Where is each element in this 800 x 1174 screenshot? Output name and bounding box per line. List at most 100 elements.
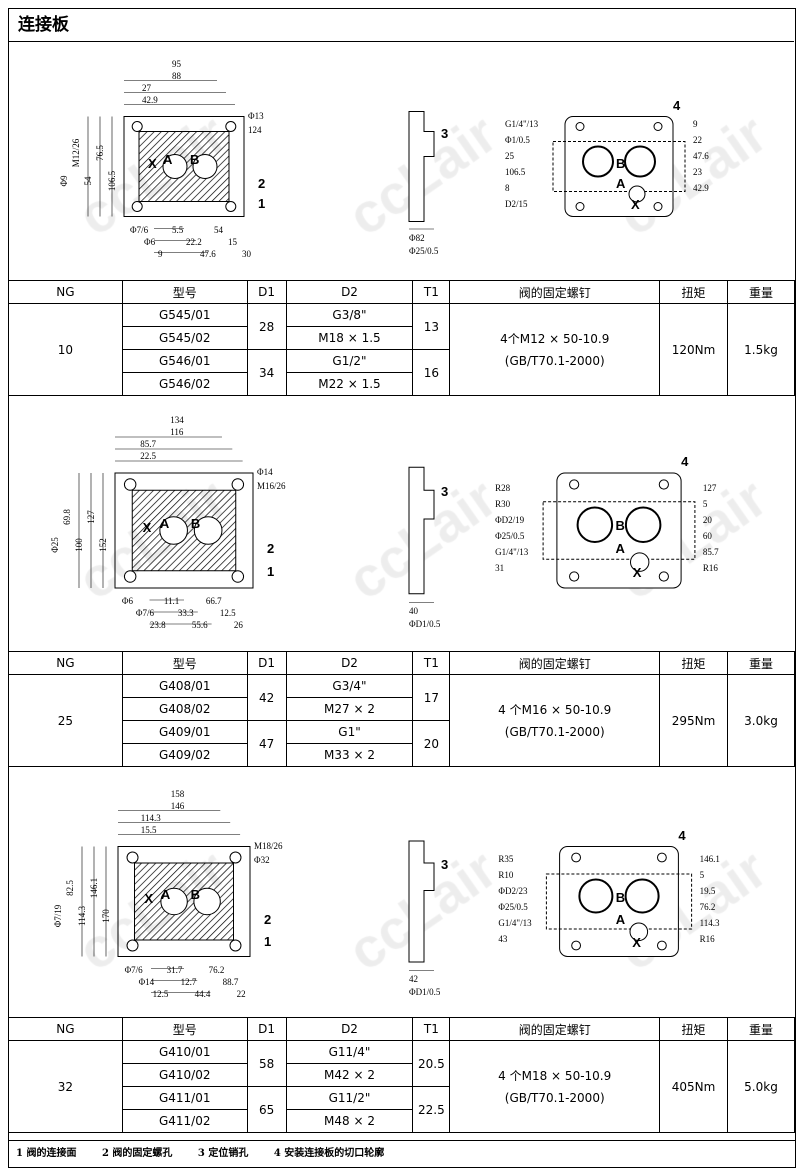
- port-a-icon: [162, 154, 188, 179]
- column-header: NG: [8, 651, 123, 675]
- port-label: B: [190, 886, 200, 902]
- d2-cell: M27 × 2: [285, 697, 414, 721]
- dimension-label: 127: [702, 482, 717, 493]
- dimension-label: 22.5: [140, 451, 156, 461]
- cutout-contour: [552, 141, 686, 192]
- model-cell: G410/02: [121, 1063, 248, 1087]
- dimension-label: ΦD1/0.5: [409, 619, 441, 630]
- dimension-label: 20: [702, 514, 712, 525]
- column-header: 型号: [121, 651, 248, 675]
- port-b-bore-icon: [578, 878, 614, 914]
- dimension-label: G1/4"/13: [498, 917, 532, 928]
- port-label: X: [632, 565, 642, 581]
- bolt-hole-icon: [126, 939, 139, 952]
- bolt-hole-icon: [575, 202, 585, 211]
- port-label: X: [148, 155, 157, 171]
- dimension-label: Φ25/0.5: [498, 901, 528, 912]
- screw-standard: (GB/T70.1-2000): [504, 1090, 605, 1105]
- dimension-label: 85.7: [140, 439, 156, 449]
- dimension-label: 76.5: [95, 144, 105, 161]
- callout-number: 3: [441, 125, 449, 141]
- dimension-label: 26: [233, 620, 243, 630]
- cutout-contour: [542, 501, 696, 560]
- drawing-svg: [78, 436, 696, 625]
- dimension-label: 76.2: [208, 964, 225, 975]
- callout-number: 3: [441, 856, 449, 872]
- bolt-hole-icon: [225, 121, 237, 132]
- column-header: T1: [412, 280, 451, 304]
- model-cell: G408/02: [121, 697, 248, 721]
- dimension-label: M18/26: [254, 840, 283, 851]
- bolt-hole-icon: [131, 201, 143, 212]
- d2-cell: M48 × 2: [285, 1109, 414, 1133]
- model-cell: G411/01: [121, 1086, 248, 1110]
- screw-spec: 4个M12 × 50-10.9: [500, 331, 610, 346]
- dimension-label: Φ14: [257, 467, 273, 477]
- dimension-label: Φ1/0.5: [505, 134, 530, 145]
- bolt-hole-icon: [569, 571, 580, 582]
- dimension-label: 134: [170, 415, 184, 425]
- d2-cell: G11/2": [285, 1086, 414, 1110]
- port-b-bore-icon: [576, 506, 614, 543]
- port-a-icon: [159, 516, 188, 545]
- d2-cell: G1/2": [285, 349, 414, 373]
- plate-outline: [123, 116, 245, 217]
- side-view-outline: [408, 466, 435, 595]
- port-a-bore-icon: [624, 878, 660, 914]
- d1-cell: 28: [246, 303, 287, 350]
- column-header: 重量: [727, 651, 795, 675]
- screw-standard: (GB/T70.1-2000): [504, 724, 605, 739]
- column-header: D2: [285, 280, 414, 304]
- dimension-label: 12.5: [219, 608, 236, 618]
- legend-item: 2 阀的固定螺孔: [101, 1148, 173, 1159]
- dimension-label: Φ82: [409, 233, 425, 243]
- port-b-icon: [192, 154, 218, 179]
- column-header: T1: [412, 1017, 451, 1041]
- dimension-label: 88.7: [222, 976, 239, 987]
- dimension-label: 114.3: [699, 917, 720, 928]
- dimension-label: R35: [498, 853, 514, 864]
- d2-cell: M33 × 2: [285, 743, 414, 767]
- dimension-label: R16: [702, 562, 718, 573]
- drawing-svg: [87, 80, 686, 253]
- d2-cell: M22 × 1.5: [285, 372, 414, 396]
- bolt-hole-icon: [653, 122, 663, 131]
- bolt-hole-icon: [657, 852, 667, 863]
- port-a-icon: [160, 887, 188, 916]
- callout-number: 2: [264, 911, 272, 927]
- dimension-label: 19.5: [699, 885, 716, 896]
- t1-cell: 20.5: [412, 1040, 451, 1087]
- weight-cell: 3.0kg: [727, 674, 795, 767]
- dimension-label: R16: [699, 933, 715, 944]
- dimension-label: 22: [236, 988, 246, 999]
- dimension-label: Φ25/0.5: [409, 246, 439, 256]
- column-header: 重量: [727, 1017, 795, 1041]
- dimension-label: 22: [693, 134, 702, 145]
- dimension-label: 47.6: [693, 150, 709, 161]
- dimension-label: 42.9: [142, 94, 158, 105]
- dimension-label: 30: [242, 248, 251, 259]
- ng-cell: 10: [8, 303, 123, 396]
- port-b-icon: [193, 887, 221, 916]
- bolt-hole-icon: [657, 940, 667, 951]
- dimension-label: 114.3: [77, 905, 87, 926]
- t1-cell: 17: [412, 674, 451, 721]
- bolt-hole-icon: [123, 570, 137, 583]
- legend-item: 1 阀的连接面: [16, 1148, 77, 1159]
- t1-cell: 20: [412, 720, 451, 767]
- column-header: 阀的固定螺钉: [449, 1017, 661, 1041]
- port-label: X: [632, 934, 641, 950]
- dimension-label: Φ6: [144, 236, 156, 247]
- bolt-hole-icon: [231, 570, 245, 583]
- t1-cell: 22.5: [412, 1086, 451, 1133]
- torque-cell: 295Nm: [659, 674, 729, 767]
- port-label: B: [615, 518, 625, 533]
- callout-number: 1: [258, 195, 266, 211]
- model-cell: G410/01: [121, 1040, 248, 1064]
